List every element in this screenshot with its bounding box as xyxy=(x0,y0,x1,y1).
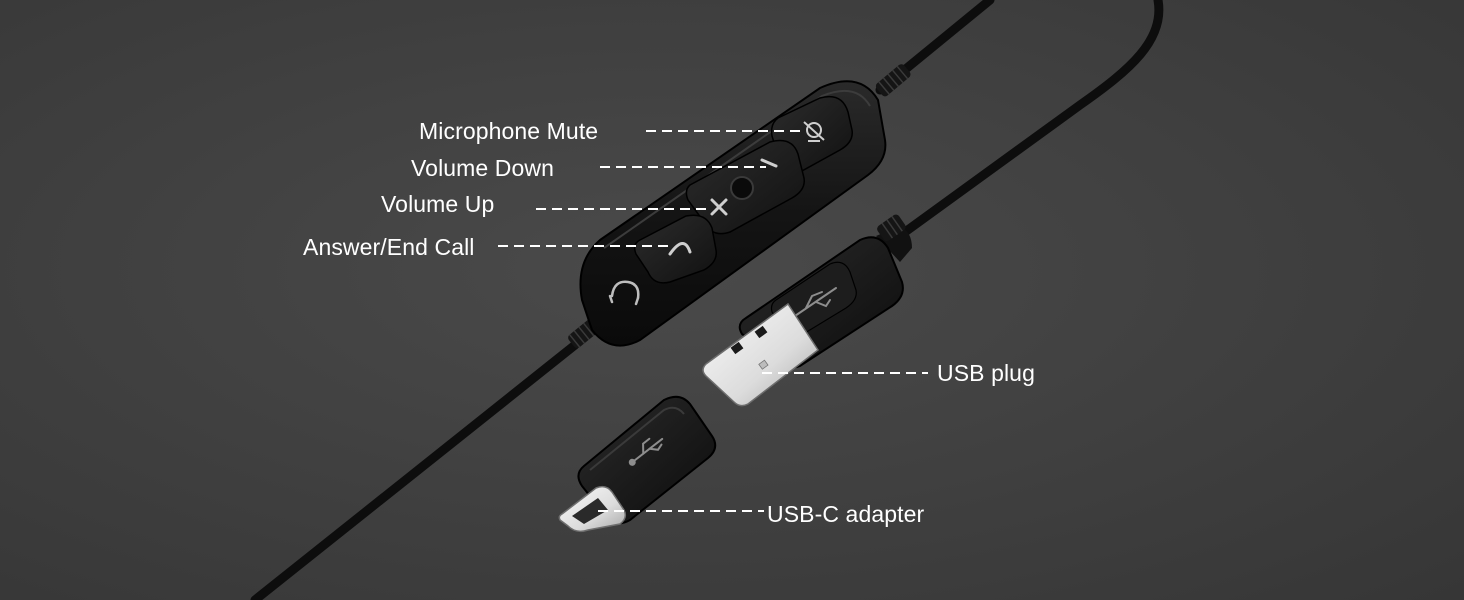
phone-call-icon xyxy=(668,242,692,256)
inline-controller xyxy=(579,80,887,347)
strain-relief-top xyxy=(875,64,911,97)
headset-icon xyxy=(608,280,640,306)
cables xyxy=(250,0,1164,600)
volume-center-dot xyxy=(730,176,754,200)
answer-end-call-button[interactable] xyxy=(633,214,717,284)
volume-down-icon xyxy=(760,158,778,168)
leader-lines xyxy=(498,130,928,512)
label-volume-down: Volume Down xyxy=(411,155,555,181)
microphone-mute-icon xyxy=(803,121,825,142)
label-volume-up: Volume Up xyxy=(381,191,495,217)
usb-a-plug xyxy=(702,214,912,407)
cable-bottom-controller xyxy=(250,340,580,600)
cable-usb xyxy=(900,0,1164,237)
label-microphone-mute: Microphone Mute xyxy=(419,118,599,144)
label-usb-c-adapter: USB-C adapter xyxy=(767,501,925,527)
usb-trident-icon xyxy=(628,437,664,466)
label-answer-end-call: Answer/End Call xyxy=(303,234,475,260)
volume-up-icon xyxy=(710,198,728,216)
usb-c-adapter xyxy=(558,395,717,533)
volume-rocker[interactable] xyxy=(685,139,805,235)
label-usb-plug: USB plug xyxy=(937,360,1035,386)
usb-a-metal-connector xyxy=(702,302,820,407)
